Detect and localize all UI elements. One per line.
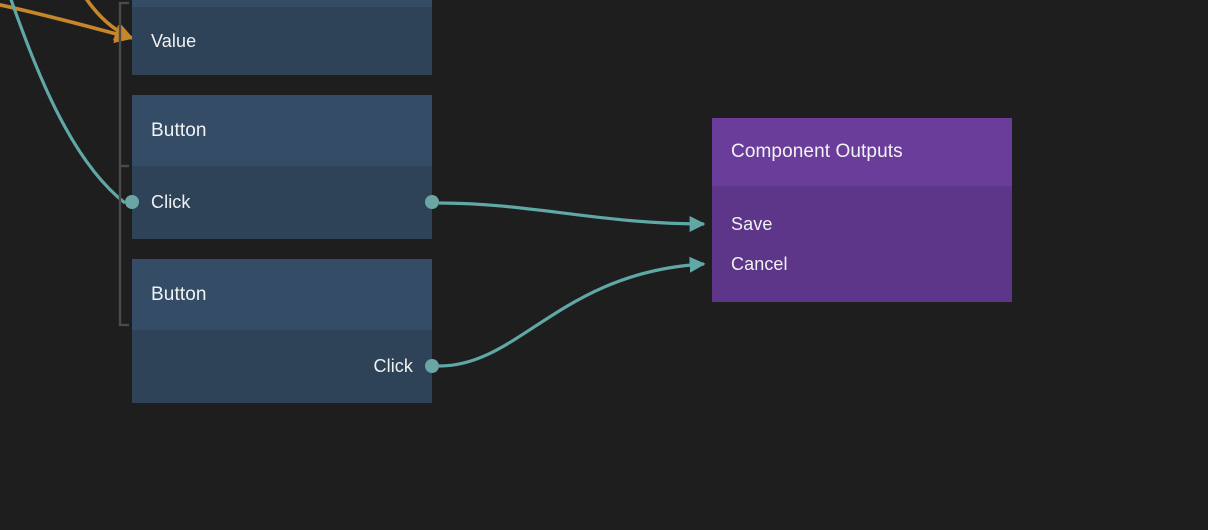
node-title: Button [151, 119, 207, 141]
port-label-save: Save [731, 213, 773, 234]
node-value[interactable]: Value [132, 0, 432, 75]
node-header: Component Outputs [712, 118, 1012, 186]
edge-teal-into-click [9, 0, 126, 205]
node-body: Click [125, 166, 439, 239]
port-dot-click-output[interactable] [425, 195, 439, 209]
node-button-2[interactable]: Button Click [132, 259, 439, 403]
node-header: Button [132, 95, 432, 166]
port-label-value: Value [151, 30, 197, 51]
node-title: Button [151, 283, 207, 305]
node-body: Value [132, 7, 432, 75]
node-button-1[interactable]: Button Click [125, 95, 439, 239]
selection-bracket [118, 1, 129, 327]
edge-click1-to-save [438, 201, 706, 232]
edge-click2-to-cancel [438, 256, 706, 368]
port-label-click-in: Click [151, 192, 191, 212]
port-dot-click-input[interactable] [125, 195, 139, 209]
node-title: Component Outputs [731, 141, 903, 162]
port-label-click-out: Click [373, 356, 413, 376]
port-row-click-out[interactable]: Click [132, 330, 439, 403]
node-body: Click [132, 330, 439, 403]
port-row-save[interactable]: Save [712, 204, 1012, 244]
port-row-cancel[interactable]: Cancel [712, 244, 1012, 284]
edge-orange-a [0, 3, 134, 43]
node-header [132, 0, 432, 7]
port-row-click-in[interactable]: Click [125, 166, 439, 239]
node-component-outputs[interactable]: Component Outputs Save Cancel [712, 118, 1012, 302]
port-label-cancel: Cancel [731, 253, 788, 274]
node-body: Save Cancel [712, 186, 1012, 302]
node-header: Button [132, 259, 432, 330]
edge-orange-b [84, 0, 134, 41]
port-dot-click-output[interactable] [425, 359, 439, 373]
port-row-value[interactable]: Value [132, 7, 432, 75]
